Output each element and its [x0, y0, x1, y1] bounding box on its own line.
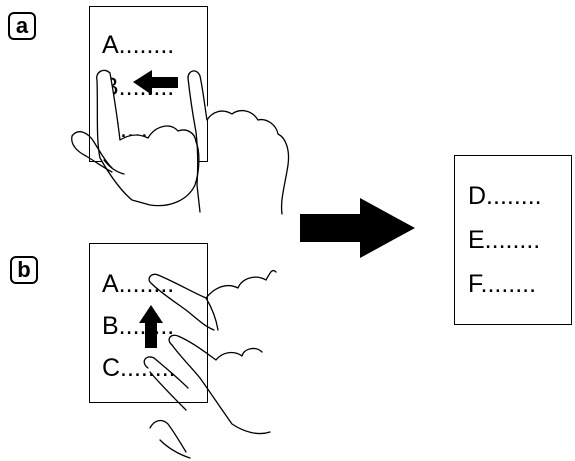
panel-a-label: a — [8, 12, 36, 40]
panel-b-document: A........ B........ C........ — [89, 243, 208, 403]
swipe-left-arrow-icon — [133, 70, 178, 95]
hand-b-top-icon — [148, 269, 277, 331]
result-row-3: F........ — [468, 270, 537, 298]
panel-b-row-2: B........ — [102, 312, 175, 340]
result-row-2: E........ — [468, 226, 541, 254]
swipe-up-arrow-icon — [139, 305, 163, 348]
transition-arrow-icon — [300, 198, 415, 258]
panel-a-row-1: A........ — [102, 31, 175, 59]
hand-b-bottom-icon — [143, 334, 271, 459]
result-document: D........ E........ F........ — [454, 155, 572, 325]
result-row-1: D........ — [468, 182, 542, 210]
hand-a-left-icon — [71, 69, 200, 207]
panel-b-row-3: C........ — [102, 354, 176, 382]
hand-a-right-icon — [187, 70, 290, 215]
panel-b-label: b — [10, 256, 38, 284]
